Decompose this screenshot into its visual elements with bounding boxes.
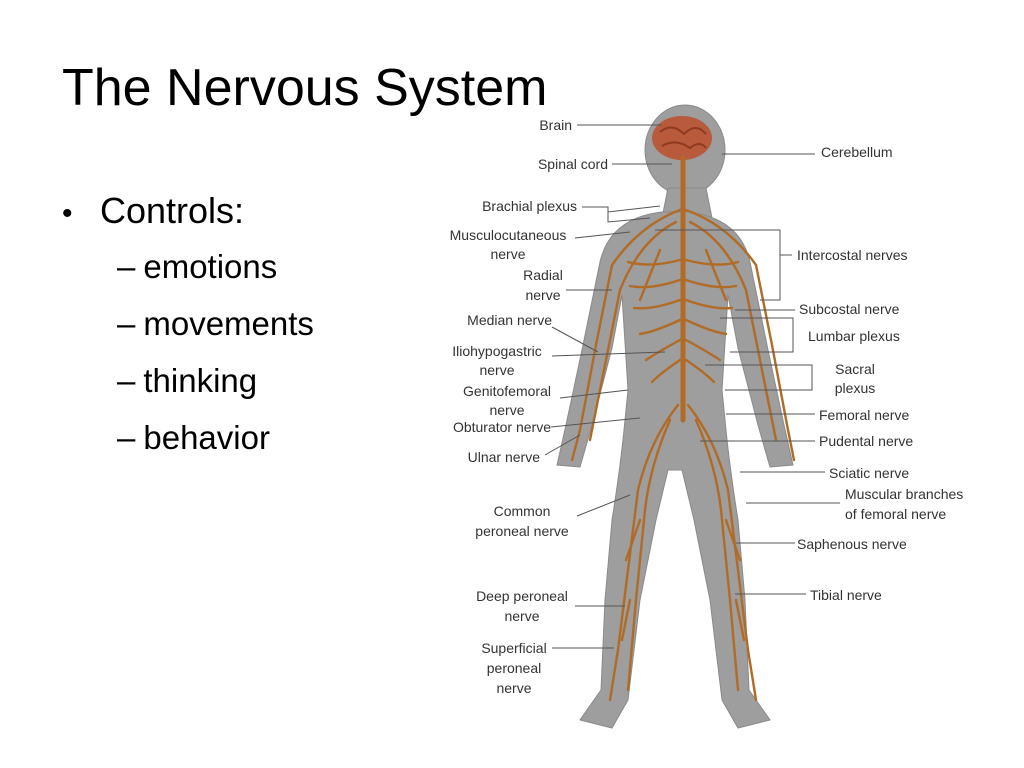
nervous-system-diagram: Brain Spinal cord Cerebellum Brachial pl…: [450, 104, 964, 729]
label-iliohypogastric-2: nerve: [479, 362, 514, 378]
label-deep-peroneal: Deep peroneal: [476, 588, 568, 604]
label-muscular-branches-2: of femoral nerve: [845, 506, 946, 522]
label-cerebellum: Cerebellum: [821, 144, 893, 160]
label-spinal-cord: Spinal cord: [538, 156, 608, 172]
bullet-dot: •: [62, 197, 73, 230]
label-intercostal: Intercostal nerves: [797, 247, 908, 263]
label-sacral-plexus: Sacral: [835, 361, 875, 377]
label-brachial-plexus: Brachial plexus: [482, 198, 577, 214]
sub-item-emotions: –emotions: [117, 248, 278, 285]
label-tibial: Tibial nerve: [810, 587, 882, 603]
label-deep-peroneal-2: nerve: [504, 608, 539, 624]
label-musculocutaneous-2: nerve: [490, 246, 525, 262]
label-superficial-peroneal-3: nerve: [496, 680, 531, 696]
label-ulnar: Ulnar nerve: [468, 449, 541, 465]
leader-lines: [544, 124, 840, 649]
label-pudental: Pudental nerve: [819, 433, 913, 449]
label-superficial-peroneal-2: peroneal: [487, 660, 542, 676]
bullet-list: • Controls: –emotions –movements –thinkin…: [62, 190, 314, 466]
nerve-network: [570, 155, 796, 702]
label-superficial-peroneal: Superficial: [481, 640, 546, 656]
label-saphenous: Saphenous nerve: [797, 536, 907, 552]
label-lumbar-plexus: Lumbar plexus: [808, 328, 900, 344]
label-brain: Brain: [539, 117, 572, 133]
label-radial: Radial: [523, 267, 563, 283]
label-muscular-branches: Muscular branches: [845, 486, 963, 502]
label-subcostal: Subcostal nerve: [799, 301, 900, 317]
label-genitofemoral-2: nerve: [489, 402, 524, 418]
brain-illustration: [652, 116, 712, 160]
label-obturator: Obturator nerve: [453, 419, 551, 435]
label-median: Median nerve: [467, 312, 552, 328]
label-common-peroneal-2: peroneal nerve: [475, 523, 569, 539]
label-sciatic: Sciatic nerve: [829, 465, 909, 481]
label-sacral-plexus-2: plexus: [835, 380, 875, 396]
bullet-text: Controls:: [100, 190, 245, 231]
label-common-peroneal: Common: [494, 503, 551, 519]
label-genitofemoral: Genitofemoral: [463, 383, 551, 399]
body-silhouette: [556, 104, 794, 729]
label-musculocutaneous: Musculocutaneous: [450, 227, 567, 243]
label-radial-2: nerve: [525, 287, 560, 303]
sub-item-behavior: –behavior: [117, 419, 270, 456]
slide-title: The Nervous System: [62, 59, 548, 117]
label-femoral: Femoral nerve: [819, 407, 909, 423]
sub-item-movements: –movements: [117, 305, 314, 342]
sub-item-thinking: –thinking: [117, 362, 258, 399]
label-iliohypogastric: Iliohypogastric: [452, 343, 542, 359]
sub-bullet-list: –emotions –movements –thinking –behavior: [117, 238, 314, 466]
diagram-labels: Brain Spinal cord Cerebellum Brachial pl…: [450, 117, 964, 696]
bullet-controls: • Controls: –emotions –movements –thinkin…: [62, 190, 314, 466]
